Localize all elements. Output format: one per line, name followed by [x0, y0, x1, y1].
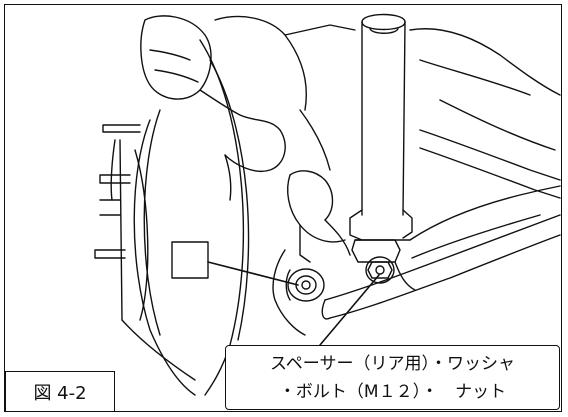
lower-bushing — [285, 268, 325, 302]
reference-box — [171, 241, 209, 279]
hub-bolts — [94, 124, 141, 259]
callout-line-2: ・ボルト（M１２）・ ナット — [278, 381, 507, 402]
upper-structure — [214, 15, 561, 171]
brake-disc — [119, 39, 250, 396]
brake-caliper — [140, 15, 286, 201]
shock-lower-bolt — [365, 256, 395, 284]
lower-arm — [321, 185, 561, 320]
leader-lines — [207, 261, 380, 346]
parts-callout: スペーサー（リア用）・ワッシャ ・ボルト（M１２）・ ナット — [225, 345, 560, 410]
figure-label: 図 4-2 — [5, 371, 115, 412]
knuckle — [272, 170, 351, 336]
shock-absorber — [349, 13, 413, 263]
callout-line-1: スペーサー（リア用）・ワッシャ — [270, 353, 515, 374]
upper-arm — [419, 99, 561, 199]
